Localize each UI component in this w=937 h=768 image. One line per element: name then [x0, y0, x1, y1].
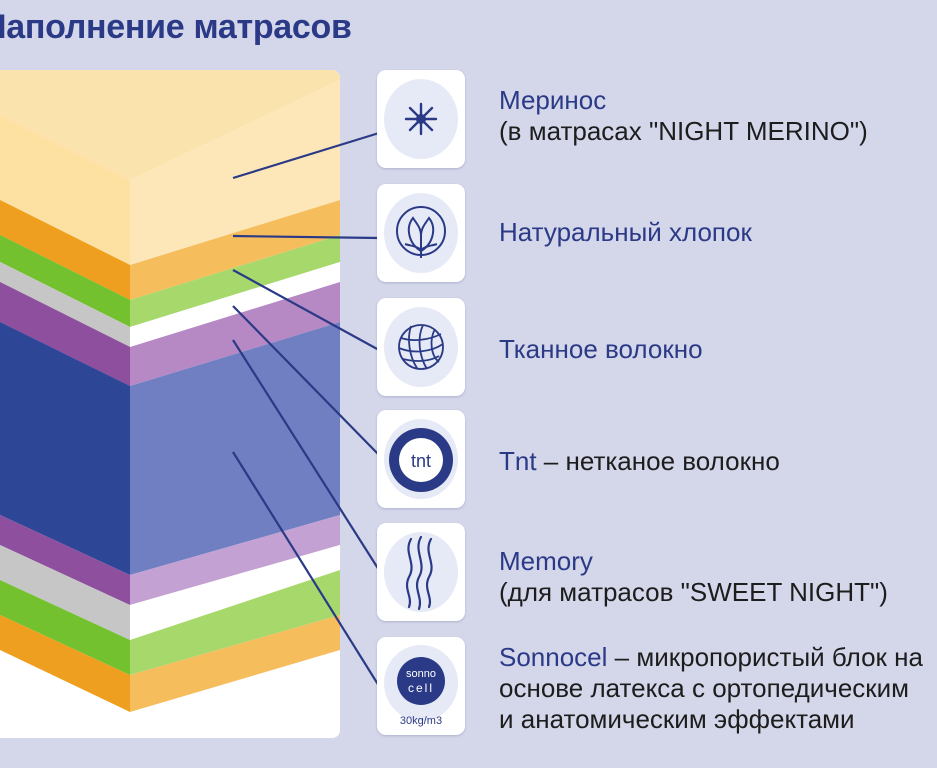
wavy-lines-icon [384, 532, 458, 612]
label-memory-name: Memory [499, 546, 593, 576]
top-face-merino [0, 70, 340, 180]
woven-fiber-ball-icon [384, 307, 458, 387]
label-tnt: Tnt – нетканое волокно [499, 446, 780, 477]
label-woven-name: Тканное волокно [499, 334, 703, 364]
label-merino: Меринос (в матрасах "NIGHT MERINO") [499, 85, 868, 147]
label-merino-note: (в матрасах "NIGHT MERINO") [499, 116, 868, 146]
label-sonnocel: Sonnocel – микропористый блок на основе … [499, 642, 923, 735]
sonnocell-badge-top-text: sonno [406, 668, 436, 680]
label-cotton: Натуральный хлопок [499, 217, 752, 248]
label-tnt-name: Tnt [499, 446, 537, 476]
layer-gray-top [0, 262, 130, 347]
label-sonnocel-line2: основе латекса с ортопедическим [499, 673, 910, 703]
mattress-layers-svg [0, 70, 340, 738]
icon-card-woven [377, 298, 465, 396]
icon-card-cotton [377, 184, 465, 282]
label-merino-name: Меринос [499, 85, 607, 115]
label-sonnocel-line3: и анатомическим эффектами [499, 704, 855, 734]
layer-green-bottom [130, 570, 340, 675]
sonnocell-badge-bottom-text: cell [408, 681, 434, 695]
label-sonnocel-suffix: – микропористый блок на [607, 642, 923, 672]
connector-merino [232, 131, 380, 180]
tnt-badge-text: tnt [411, 451, 431, 471]
tnt-badge-icon: tnt [384, 419, 458, 499]
page-title: Наполнение матрасов [0, 8, 352, 46]
connector-cotton [232, 234, 380, 240]
label-memory-note: (для матрасов "SWEET NIGHT") [499, 577, 888, 607]
icon-card-merino [377, 70, 465, 168]
label-memory: Memory (для матрасов "SWEET NIGHT") [499, 546, 888, 608]
layer-gray-bottom [0, 545, 130, 640]
label-sonnocel-name: Sonnocel [499, 642, 608, 672]
sonnocell-badge-icon: sonno cell 30kg/m3 [384, 645, 458, 727]
mattress-illustration [0, 70, 340, 738]
connector-woven [232, 269, 380, 351]
connector-sonnocel [232, 451, 380, 687]
label-cotton-name: Натуральный хлопок [499, 217, 752, 247]
icon-card-sonnocel: sonno cell 30kg/m3 [377, 637, 465, 735]
sonnocell-density-text: 30kg/m3 [400, 715, 442, 727]
label-tnt-suffix: – нетканое волокно [536, 446, 780, 476]
icon-card-tnt: tnt [377, 410, 465, 508]
merino-star-icon [384, 79, 458, 159]
cotton-flower-icon [384, 193, 458, 273]
connector-tnt [232, 305, 380, 456]
layer-memory [130, 322, 340, 575]
label-woven: Тканное волокно [499, 334, 703, 365]
connector-memory [232, 339, 380, 571]
layer-orange-bottom [130, 615, 340, 712]
icon-card-memory [377, 523, 465, 621]
